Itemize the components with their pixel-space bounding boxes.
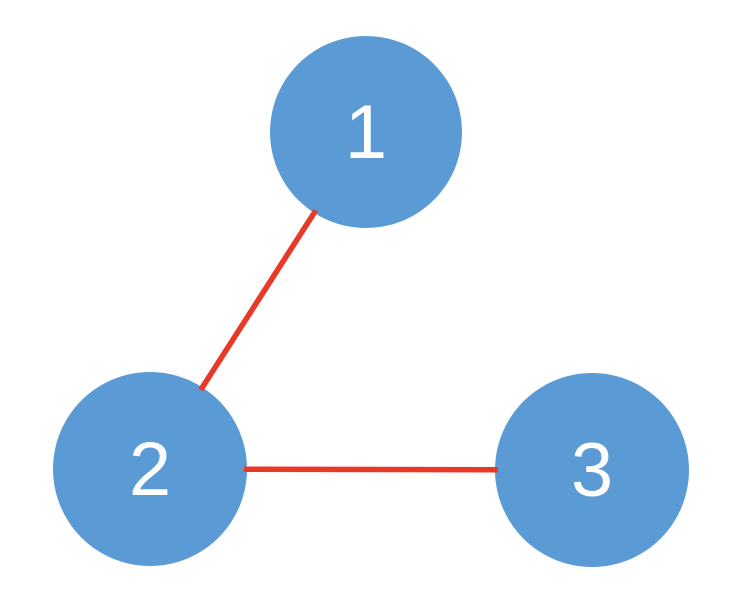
graph-edge-2-3[interactable] [243, 466, 499, 473]
nodes-layer [53, 36, 689, 567]
graph-node-1[interactable] [270, 36, 462, 228]
edges-layer [198, 208, 499, 473]
graph-node-3[interactable] [495, 373, 689, 567]
graph-edge-1-2[interactable] [198, 208, 319, 392]
graph-node-2[interactable] [53, 372, 247, 566]
